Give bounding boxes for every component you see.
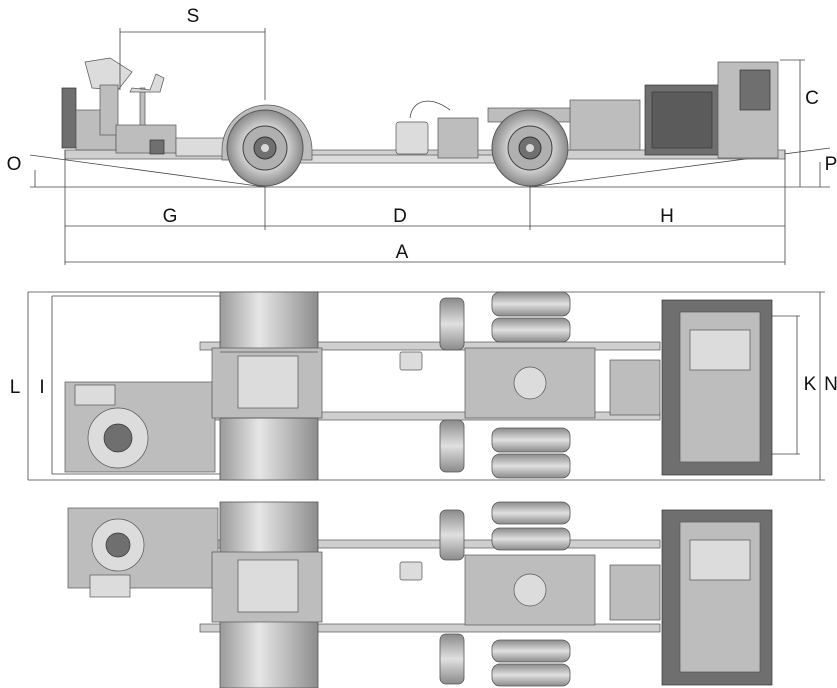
dim-label-s: S [187, 6, 200, 27]
dim-label-n: N [824, 374, 837, 395]
dim-label-d: D [393, 206, 407, 227]
dim-label-h: H [660, 206, 674, 227]
rear-wheel-side [487, 107, 579, 187]
dim-label-i: I [39, 377, 44, 398]
dim-label-l: L [10, 377, 21, 398]
dim-label-p: P [825, 154, 837, 175]
dim-label-o: O [7, 154, 22, 175]
dim-label-k: K [804, 374, 817, 395]
front-module [61, 57, 225, 157]
dim-label-c: C [805, 88, 819, 109]
rear-engine-side [569, 61, 779, 159]
front-wheel-side [221, 104, 313, 187]
dim-label-g: G [163, 206, 178, 227]
top-view-standard [27, 291, 825, 481]
dim-label-a: A [396, 242, 409, 263]
side-view [29, 28, 831, 265]
top-view-variant [67, 501, 773, 688]
